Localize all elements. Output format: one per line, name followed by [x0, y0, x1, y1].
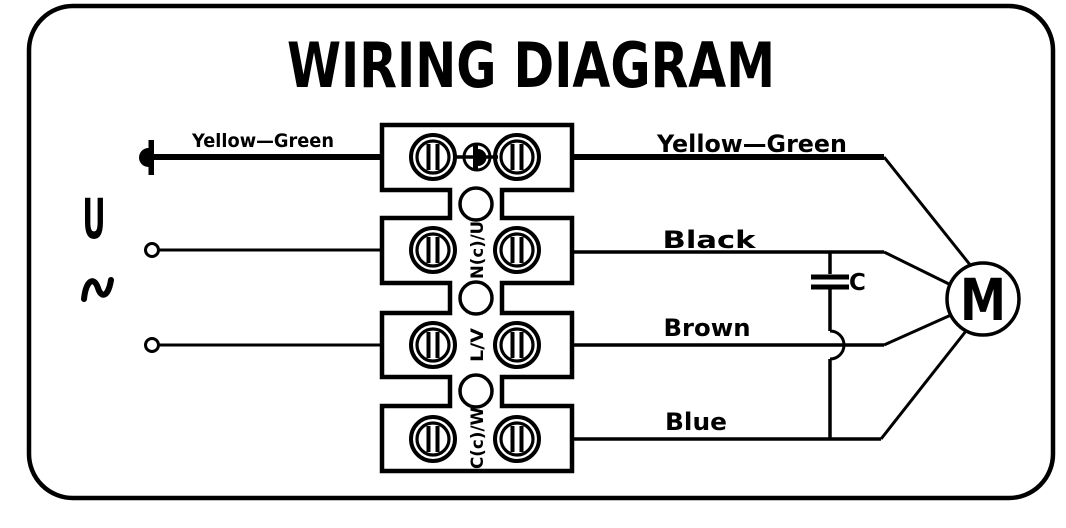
screw-terminal [409, 226, 457, 274]
terminal-label-n: N(c)/U [468, 221, 488, 279]
line-terminal-dot [144, 242, 160, 258]
terminal-block: N(c)/U L/V C(c)/W [379, 122, 575, 474]
earth-terminal-icon [456, 142, 498, 172]
wire-black-diagonal [883, 250, 952, 287]
wire-label-brown: Brown [664, 314, 751, 342]
screw-terminal [409, 415, 457, 463]
ac-wave-icon [81, 277, 114, 302]
page-title: WIRING DIAGRAM [287, 29, 775, 102]
wire-yellow-green-diagonal [882, 156, 973, 267]
source-phase-label: U [82, 188, 105, 252]
motor: M [945, 261, 1021, 337]
ground-bar [148, 140, 154, 175]
ground-half-disc [139, 148, 149, 167]
terminal-label-c: C(c)/W [468, 407, 488, 469]
earth-ground-icon [139, 140, 154, 175]
screw-terminal [409, 133, 457, 181]
wire-label-yellow-green-left: Yellow—Green [191, 130, 334, 152]
mounting-hole [458, 373, 494, 409]
wire-brown-diagonal [883, 313, 952, 347]
screw-terminal [493, 133, 541, 181]
capacitor-label: C [849, 270, 866, 296]
wire-label-black: Black [663, 226, 757, 254]
wire-blue-diagonal [879, 330, 968, 440]
mounting-hole [458, 186, 494, 222]
motor-label: M [960, 266, 1006, 334]
motor-circle [945, 261, 1021, 337]
terminal-label-l: L/V [468, 327, 488, 362]
screw-terminal [493, 321, 541, 369]
capacitor: C [811, 252, 866, 439]
screw-terminal [493, 226, 541, 274]
wire-hop-arc [829, 329, 846, 361]
diagram-border [26, 3, 1056, 501]
power-source: U [81, 140, 160, 353]
screw-terminal [493, 415, 541, 463]
screw-terminal [409, 321, 457, 369]
wire-label-yellow-green-right: Yellow—Green [656, 130, 847, 158]
line-terminal-dot [144, 337, 160, 353]
wire-label-blue: Blue [665, 408, 727, 436]
mounting-hole [458, 280, 494, 316]
